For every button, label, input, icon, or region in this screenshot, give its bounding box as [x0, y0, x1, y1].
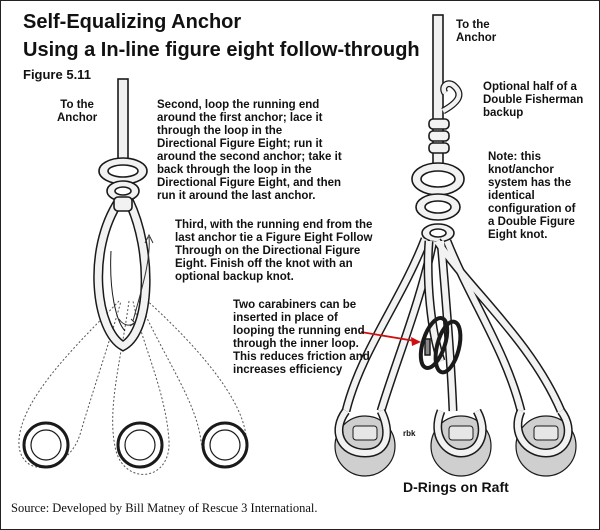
left-direction-arrows	[118, 233, 154, 327]
right-figure-eight-knot	[411, 162, 465, 243]
carabiner-note-text: Two carabiners can be inserted in place …	[233, 299, 370, 376]
left-figure-eight-knot	[98, 157, 148, 212]
figure-number: Figure 5.11	[23, 67, 91, 82]
d-rings-label: D-Rings on Raft	[403, 479, 509, 495]
figure-title: Self-Equalizing Anchor	[23, 11, 242, 33]
right-rope-legs	[341, 237, 566, 413]
left-to-anchor-label: To the Anchor	[57, 99, 98, 124]
right-ring-loops-fill	[335, 409, 572, 457]
step-third-text: Third, with the running end from the las…	[175, 219, 373, 283]
right-d-rings	[334, 415, 577, 477]
config-note-text: Note: this knot/anchor system has the id…	[488, 151, 576, 241]
right-to-anchor-label: To the Anchor	[456, 19, 497, 44]
backup-note-text: Optional half of a Double Fisherman back…	[483, 81, 584, 119]
backup-knot	[428, 80, 463, 154]
left-d-rings	[22, 421, 249, 469]
source-credit: Source: Developed by Bill Matney of Resc…	[11, 501, 318, 515]
step-second-text: Second, loop the running end around the …	[157, 99, 342, 202]
left-rope-bight	[93, 198, 151, 352]
carabiner-pointer-arrow	[360, 331, 421, 346]
figure-subtitle: Using a In-line figure eight follow-thro…	[23, 39, 420, 61]
left-anchor-rope	[117, 78, 129, 162]
carabiners	[418, 316, 463, 375]
artist-initials: rbk	[403, 429, 416, 438]
